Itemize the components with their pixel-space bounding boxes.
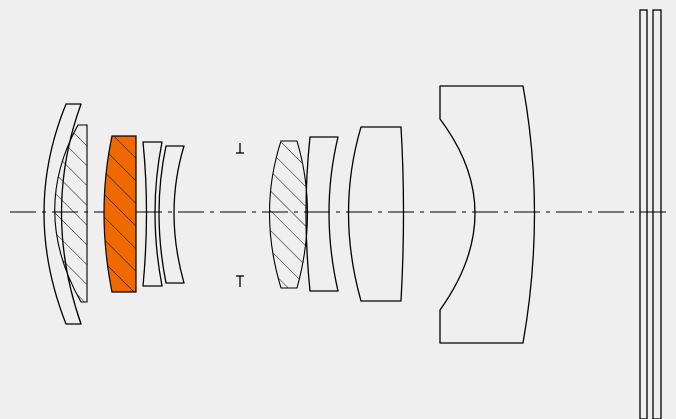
lens-element-g4-aspherical [269, 140, 308, 289]
lens-element-g7-rear [439, 85, 536, 344]
aperture-stop [236, 143, 244, 287]
lens-element-g3b [158, 145, 185, 284]
lens-element-g3a [142, 141, 163, 287]
sensor-cover-glass [639, 9, 662, 419]
lens-element-g5 [305, 136, 339, 292]
lens-element-g6 [347, 126, 405, 302]
lens-element-g1-aspherical [54, 124, 88, 303]
ed-hatch-overlay [104, 136, 136, 292]
